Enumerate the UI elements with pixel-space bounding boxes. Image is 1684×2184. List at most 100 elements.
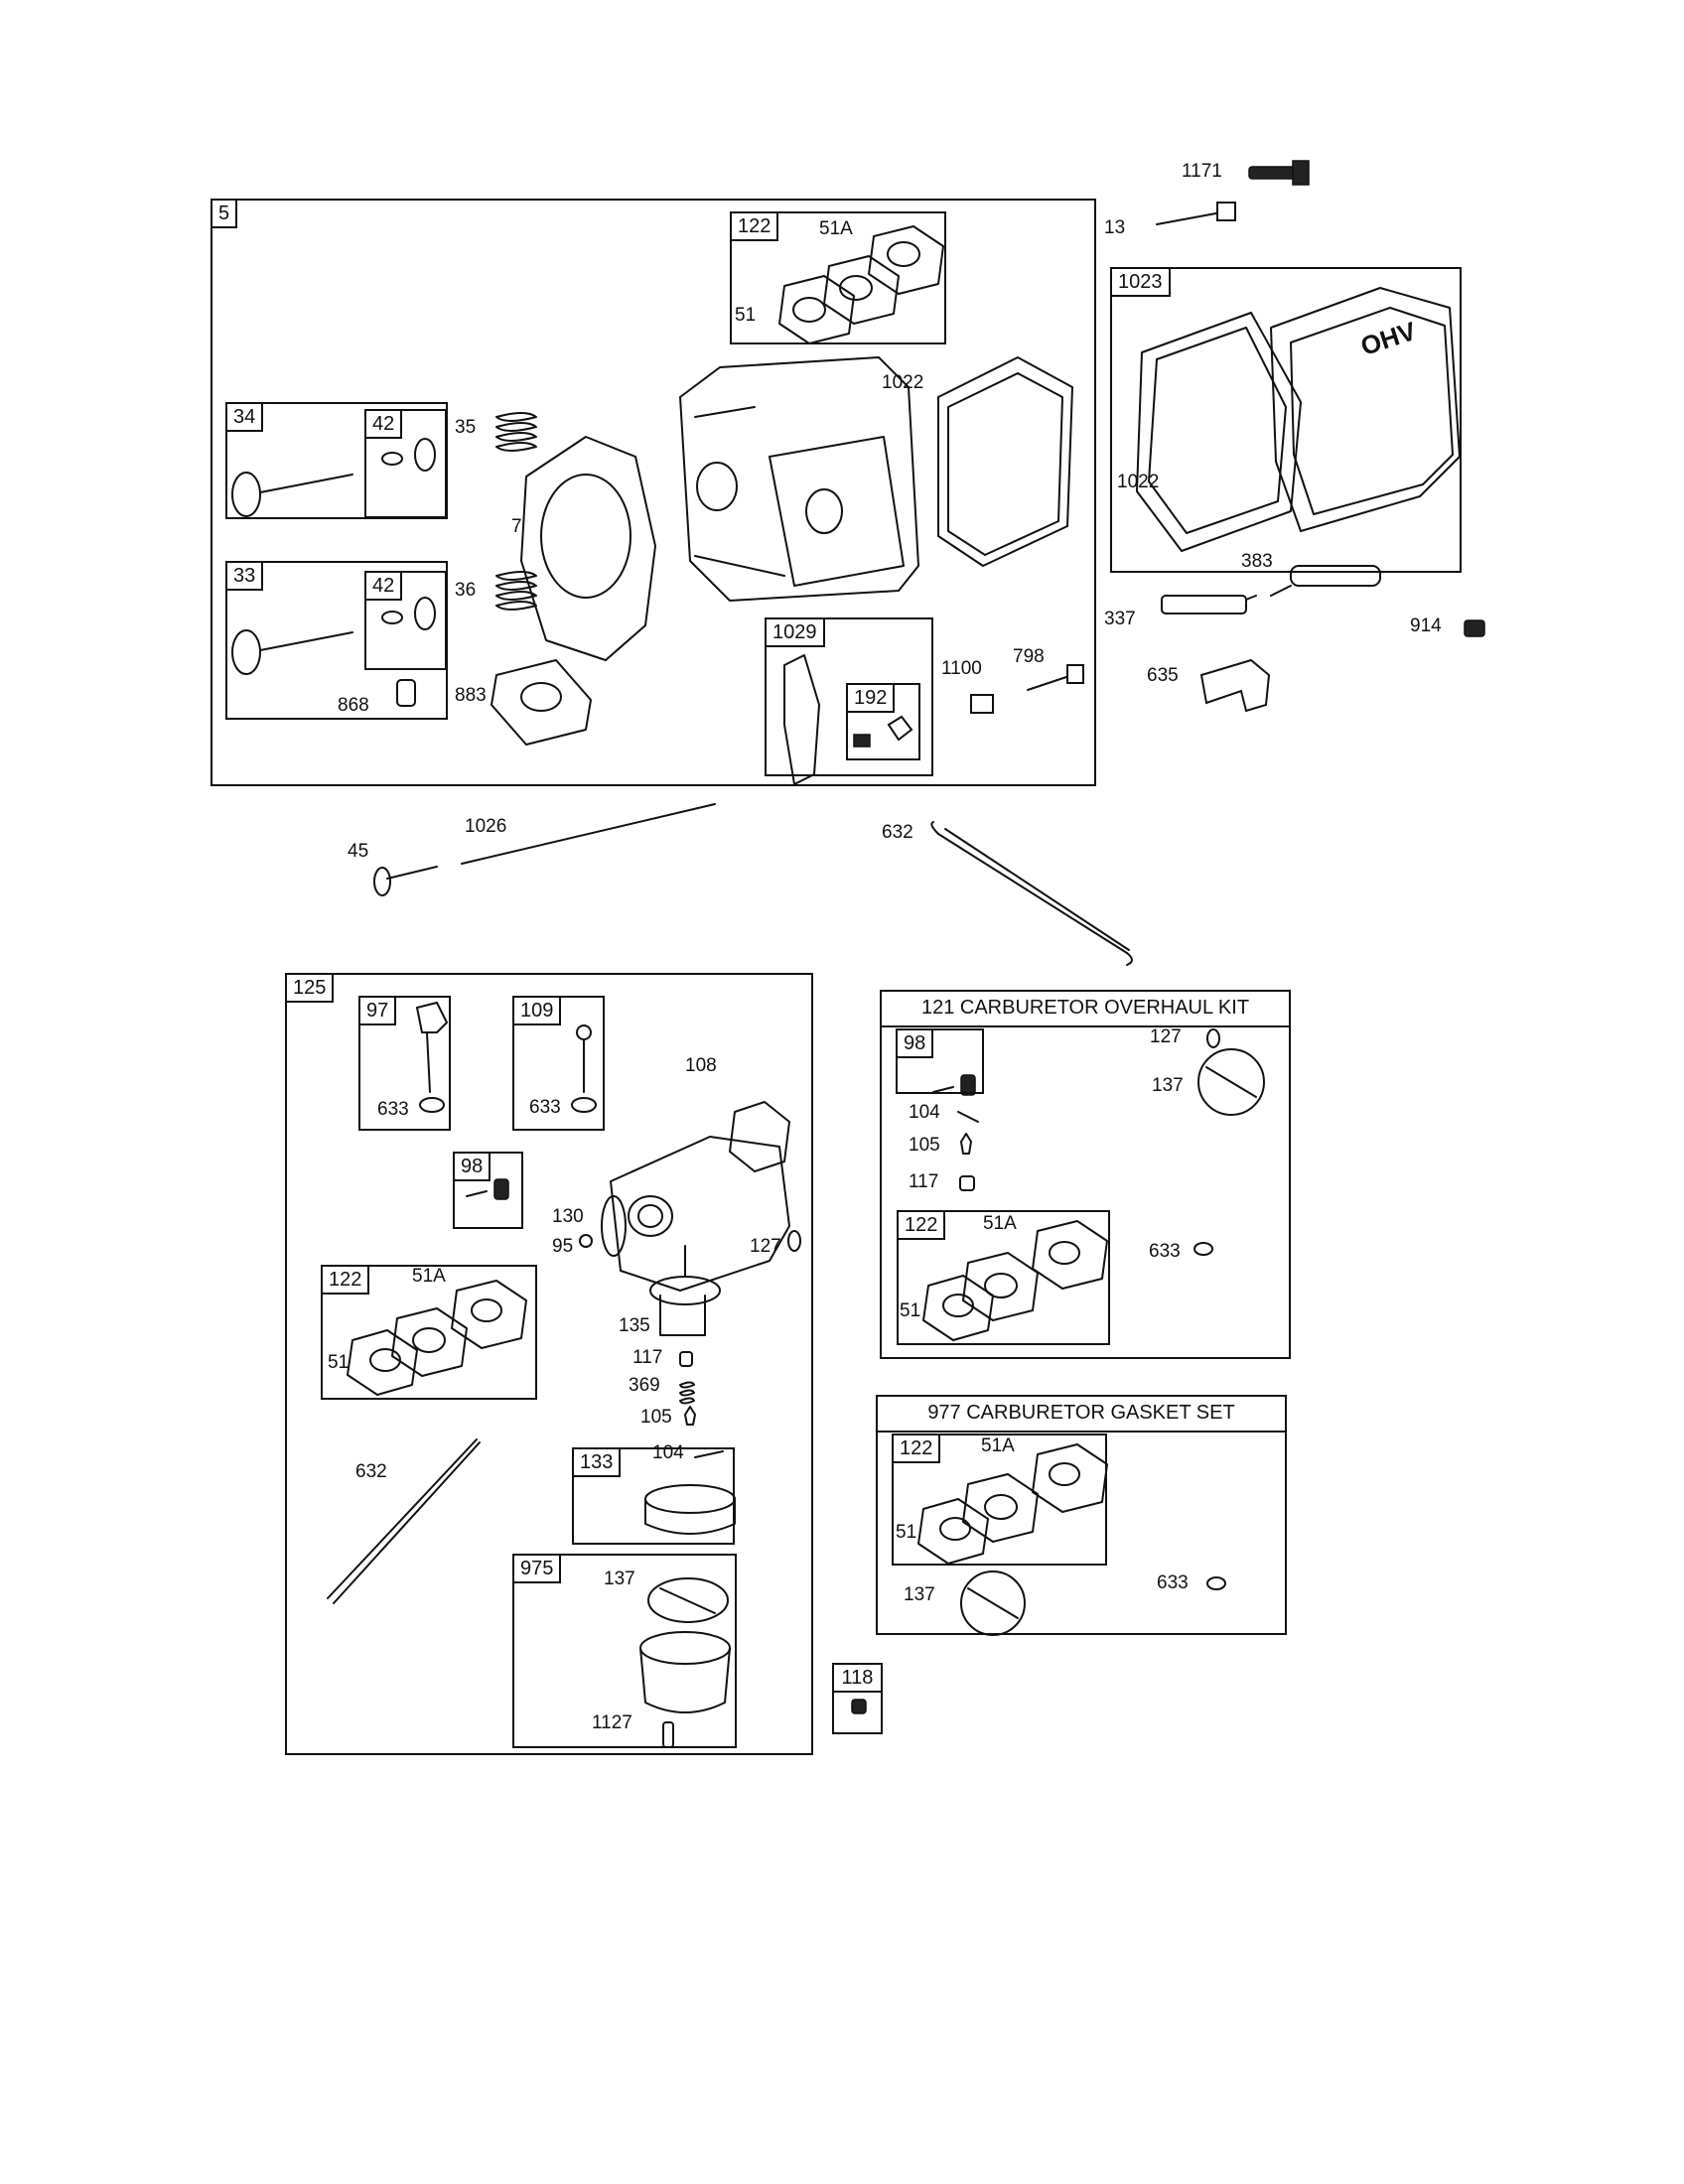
kit-gasket-group-122: 122	[892, 1433, 941, 1463]
group-number-98: 98	[453, 1152, 491, 1181]
callout-117-carb: 117	[632, 1347, 663, 1368]
group-number-109: 109	[512, 996, 562, 1025]
kit-title-gasket: 977 CARBURETOR GASKET SET	[878, 1397, 1285, 1433]
callout-130: 130	[552, 1206, 584, 1227]
group-intake-valve: 33	[225, 561, 448, 720]
group-rocker-arm: 1029	[765, 617, 933, 776]
group-retainer-top: 42	[364, 409, 447, 518]
gasket-883-drawing	[491, 659, 592, 746]
group-number-122-carb: 122	[321, 1265, 370, 1295]
callout-137-975: 137	[604, 1569, 635, 1589]
group-number-975: 975	[512, 1554, 562, 1583]
callout-36: 36	[455, 580, 477, 601]
group-number-1023: 1023	[1110, 267, 1171, 297]
callout-51-gs: 51	[896, 1522, 917, 1543]
callout-51a-top: 51A	[819, 218, 853, 239]
callout-1127: 1127	[592, 1712, 632, 1733]
screws-98-drawing	[466, 1074, 976, 1200]
valve-cover-drawing	[1136, 287, 1461, 552]
rocker-stud-drawing	[970, 664, 1084, 714]
kit-carburetor-overhaul: 121 CARBURETOR OVERHAUL KIT	[880, 990, 1291, 1359]
carb-small-parts-drawing	[579, 1230, 801, 1426]
rocker-gasket-drawing	[937, 356, 1073, 567]
group-screw-kit: 98	[453, 1152, 523, 1229]
cylinder-head-drawing	[679, 356, 919, 602]
callout-127-kit: 127	[1150, 1026, 1182, 1047]
callout-51a-kit: 51A	[983, 1213, 1017, 1234]
group-number-118: 118	[832, 1663, 883, 1693]
group-number-122: 122	[730, 211, 779, 241]
group-rocker-nut: 192	[846, 683, 920, 760]
group-cylinder-head-assembly: 5	[210, 199, 1096, 786]
callout-95: 95	[552, 1236, 574, 1257]
group-exhaust-valve: 34	[225, 402, 448, 519]
callout-633-gs: 633	[1157, 1572, 1189, 1593]
group-number-33: 33	[225, 561, 264, 591]
callout-51-carb: 51	[328, 1352, 350, 1373]
governor-link-carb-drawing	[327, 1438, 481, 1604]
bowl-assembly-drawing	[639, 1577, 731, 1748]
callout-45: 45	[348, 841, 369, 862]
callout-632-carb: 632	[355, 1461, 387, 1482]
group-number-1029: 1029	[765, 617, 825, 647]
group-intake-gasket-set-top: 122	[730, 211, 946, 344]
callout-369: 369	[629, 1375, 660, 1396]
callout-383: 383	[1241, 551, 1273, 572]
group-number-133: 133	[572, 1447, 622, 1477]
callout-105-kit: 105	[909, 1135, 940, 1156]
gasket-108-drawing	[729, 1101, 790, 1172]
callout-1022-cover: 1022	[1117, 472, 1160, 492]
shafts-drawing	[416, 1002, 597, 1113]
gasket-set-parts-drawing	[917, 1443, 1226, 1636]
bolt-13-drawing	[1156, 202, 1236, 225]
group-number-5: 5	[210, 199, 238, 228]
float-bowl-kit-drawing	[644, 1450, 736, 1535]
callout-127-carb: 127	[750, 1236, 781, 1257]
group-throttle-shaft: 97	[358, 996, 451, 1131]
callout-635: 635	[1147, 665, 1179, 686]
group-number-192: 192	[846, 683, 896, 713]
kit-overhaul-gasket-set: 122	[897, 1210, 1110, 1345]
callout-137-gs: 137	[904, 1584, 935, 1605]
group-number-125: 125	[285, 973, 335, 1003]
callout-13: 13	[1104, 217, 1126, 238]
group-valve-cover-assembly: 1023	[1110, 267, 1462, 573]
group-choke-shaft: 109	[512, 996, 605, 1131]
group-number-42-bottom: 42	[364, 571, 403, 601]
callout-104-kit: 104	[909, 1102, 940, 1123]
callout-35: 35	[455, 417, 477, 438]
callout-633-97: 633	[377, 1099, 409, 1120]
callout-632-top: 632	[882, 822, 913, 843]
callout-117-kit: 117	[909, 1171, 939, 1192]
gasket-set-top-drawing	[778, 225, 944, 344]
callout-108: 108	[685, 1055, 717, 1076]
group-float-bowl-kit: 133	[572, 1447, 735, 1545]
group-fuel-fitting: 118	[832, 1663, 883, 1734]
pushrod-drawing	[373, 803, 716, 896]
bolt-1171-drawing	[1248, 160, 1310, 186]
callout-1022-head: 1022	[882, 372, 924, 393]
kit-title-overhaul: 121 CARBURETOR OVERHAUL KIT	[882, 992, 1289, 1027]
callout-914: 914	[1410, 615, 1442, 636]
kit-carburetor-gasket-set: 977 CARBURETOR GASKET SET	[876, 1395, 1287, 1635]
callout-51-top: 51	[735, 305, 757, 326]
callout-337: 337	[1104, 609, 1136, 629]
callout-1100: 1100	[941, 658, 982, 679]
float-drawing	[649, 1276, 721, 1336]
callout-883: 883	[455, 685, 487, 706]
callout-633-109: 633	[529, 1097, 561, 1118]
callout-137-kit: 137	[1152, 1075, 1184, 1096]
kit-overhaul-screw-kit: 98	[896, 1028, 984, 1094]
kit-parts-drawing	[922, 1028, 1265, 1341]
group-carburetor: 125	[285, 973, 813, 1755]
callout-51a-carb: 51A	[412, 1266, 446, 1287]
callout-7: 7	[511, 516, 522, 537]
kit-overhaul-group-98: 98	[896, 1028, 934, 1058]
kit-overhaul-group-122: 122	[897, 1210, 946, 1240]
callout-105-carb: 105	[640, 1407, 672, 1428]
group-bowl-assembly: 975	[512, 1554, 737, 1748]
carburetor-body-drawing	[601, 1136, 790, 1292]
head-gasket-drawing	[520, 436, 656, 661]
callout-135: 135	[619, 1315, 650, 1336]
